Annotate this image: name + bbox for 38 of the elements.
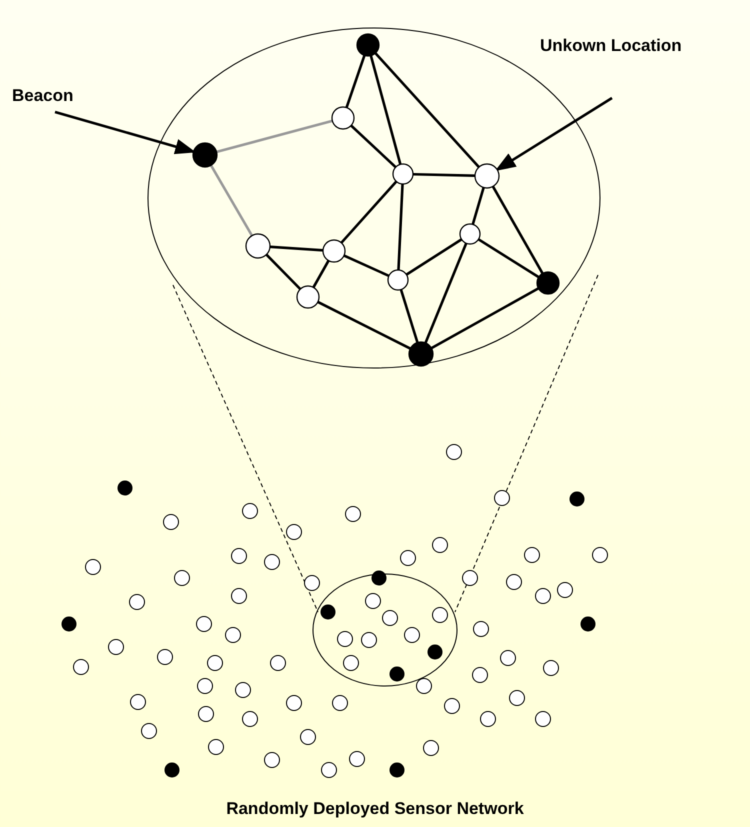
sensor-node bbox=[459, 223, 481, 245]
network-link bbox=[370, 55, 402, 165]
arrow bbox=[494, 96, 613, 172]
sensor-node bbox=[245, 233, 271, 259]
network-link bbox=[397, 184, 404, 270]
caption: Randomly Deployed Sensor Network bbox=[225, 799, 525, 819]
beacon-node bbox=[408, 341, 434, 367]
network-link bbox=[317, 300, 411, 350]
sensor-node bbox=[331, 106, 355, 130]
sensor-node bbox=[296, 285, 320, 309]
sensor-node bbox=[474, 163, 500, 189]
network-link bbox=[210, 164, 254, 236]
callout-label: Beacon bbox=[12, 86, 74, 106]
network-link bbox=[350, 124, 397, 168]
network-link bbox=[406, 238, 462, 276]
network-link bbox=[478, 238, 540, 278]
network-link bbox=[412, 172, 476, 178]
sensor-node bbox=[392, 163, 414, 185]
sensor-node bbox=[387, 269, 409, 291]
network-link bbox=[492, 186, 544, 274]
beacon-node bbox=[192, 142, 218, 168]
network-link bbox=[430, 287, 540, 350]
network-link bbox=[312, 260, 330, 288]
network-link bbox=[374, 52, 480, 168]
network-link bbox=[340, 180, 398, 244]
network-link bbox=[343, 254, 390, 278]
network-link bbox=[270, 246, 324, 252]
network-link bbox=[345, 54, 366, 108]
network-link bbox=[265, 254, 302, 290]
network-link bbox=[424, 242, 468, 344]
sensor-node bbox=[322, 239, 346, 263]
beacon-node bbox=[356, 33, 380, 57]
network-link bbox=[472, 187, 485, 225]
arrow bbox=[54, 110, 196, 154]
callout-label: Unkown Location bbox=[540, 36, 682, 56]
network-link bbox=[400, 289, 419, 343]
beacon-node bbox=[536, 271, 560, 295]
network-link bbox=[216, 120, 333, 154]
